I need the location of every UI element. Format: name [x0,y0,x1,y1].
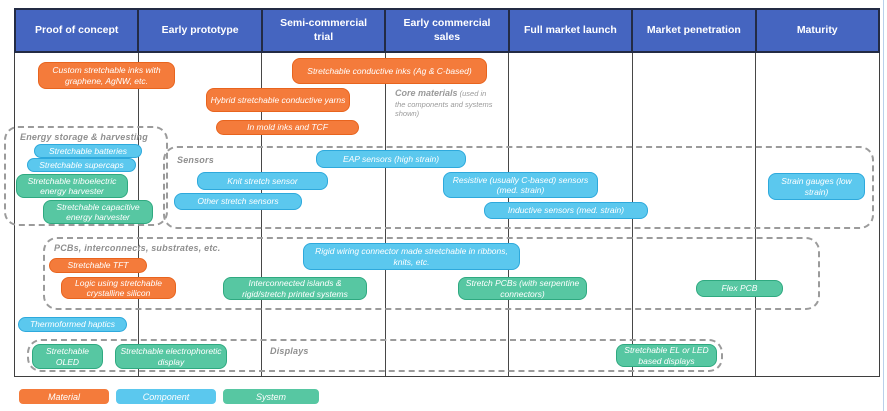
box-stretchable-tft: Stretchable TFT [49,258,147,273]
box-eap-sensors: EAP sensors (high strain) [316,150,466,168]
group-region-energy: Energy storage & harvesting [4,126,168,226]
group-region-sensors: Sensors [163,146,874,229]
box-logic-silicon: Logic using stretchable crystalline sili… [61,277,176,299]
box-hybrid-yarns: Hybrid stretchable conductive yarns [206,88,350,112]
stage-header-maturity: Maturity [796,23,838,36]
group-region-pcbs: PCBs, interconnects, substrates, etc. [43,237,820,310]
box-other-stretch: Other stretch sensors [174,193,302,210]
box-flex-pcb: Flex PCB [696,280,783,297]
box-custom-inks: Custom stretchable inks with graphene, A… [38,62,175,89]
box-batteries: Stretchable batteries [34,144,142,158]
stage-header-full-market-launch: Full market launch [510,10,634,51]
box-capacitive: Stretchable capacitive energy harvester [43,200,153,224]
core-materials-title: Core materials [395,88,458,98]
group-label-energy: Energy storage & harvesting [20,132,148,142]
group-region-displays: Displays [27,339,723,372]
box-el-led: Stretchable EL or LED based displays [616,344,717,367]
box-supercaps: Stretchable supercaps [27,158,136,172]
group-label-displays: Displays [270,346,309,356]
box-oled: Stretchable OLED [32,344,103,369]
stage-column-market-penetration [633,53,757,376]
box-stretch-pcbs: Stretch PCBs (with serpentine connectors… [458,277,587,300]
stage-header-market-penetration: Market penetration [633,10,757,51]
legend-component: Component [115,388,217,405]
core-materials-note: Core materials (used in the components a… [395,88,495,119]
box-inductive-sensors: Inductive sensors (med. strain) [484,202,648,219]
box-electrophoretic: Stretchable electrophoretic display [115,344,227,369]
box-inmold-inks: In mold inks and TCF [216,120,359,135]
stage-header-early-prototype: Early prototype [139,10,263,51]
box-interconnected-islands: Interconnected islands & rigid/stretch p… [223,277,367,300]
box-thermoformed-haptics: Thermoformed haptics [18,317,127,332]
core-materials-subtext: (used in the components and systems show… [395,89,493,119]
box-rigid-wiring: Rigid wiring connector made stretchable … [303,243,520,270]
legend-material: Material [18,388,110,405]
box-knit-sensor: Knit stretch sensor [197,172,328,190]
legend-system: System [222,388,320,405]
stage-column-early-prototype [139,53,263,376]
stage-header-proof-of-concept: Proof of concept [16,10,140,51]
group-label-pcbs: PCBs, interconnects, substrates, etc. [54,243,221,253]
group-label-sensors: Sensors [177,155,214,165]
box-triboelectric: Stretchable triboelectric energy harvest… [16,174,128,198]
stage-header-early-commercial-sales: Early commercial sales [386,10,510,51]
outer-frame-line [883,0,884,411]
box-strain-gauges: Strain gauges (low strain) [768,173,865,200]
stage-column-semi-commercial-trial [262,53,386,376]
box-resistive-sensors: Resistive (usually C-based) sensors (med… [443,172,598,198]
box-conductive-inks: Stretchable conductive inks (Ag & C-base… [292,58,487,84]
stage-header-semi-commercial-trial: Semi-commercial trial [263,10,387,51]
